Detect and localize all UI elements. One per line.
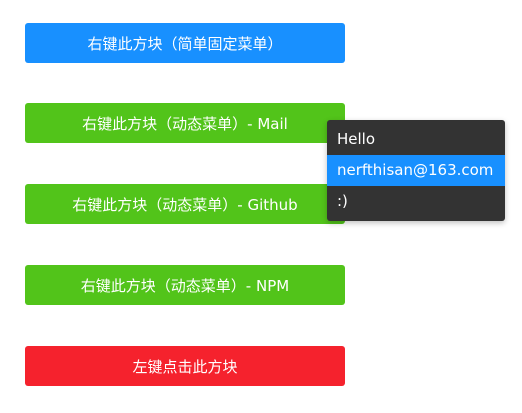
context-menu-item-hello[interactable]: Hello — [337, 130, 376, 148]
npm-menu-block[interactable]: 右键此方块（动态菜单）- NPM — [25, 265, 345, 305]
context-menu-item-smiley[interactable]: :) — [337, 192, 348, 210]
github-menu-block[interactable]: 右键此方块（动态菜单）- Github — [25, 184, 345, 224]
context-menu: Hello nerfthisan@163.com :) — [327, 120, 505, 221]
fixed-menu-block[interactable]: 右键此方块（简单固定菜单） — [25, 23, 345, 63]
mail-menu-block[interactable]: 右键此方块（动态菜单）- Mail — [25, 103, 345, 143]
context-menu-item-email[interactable]: nerfthisan@163.com — [327, 155, 505, 186]
left-click-block[interactable]: 左键点击此方块 — [25, 346, 345, 386]
